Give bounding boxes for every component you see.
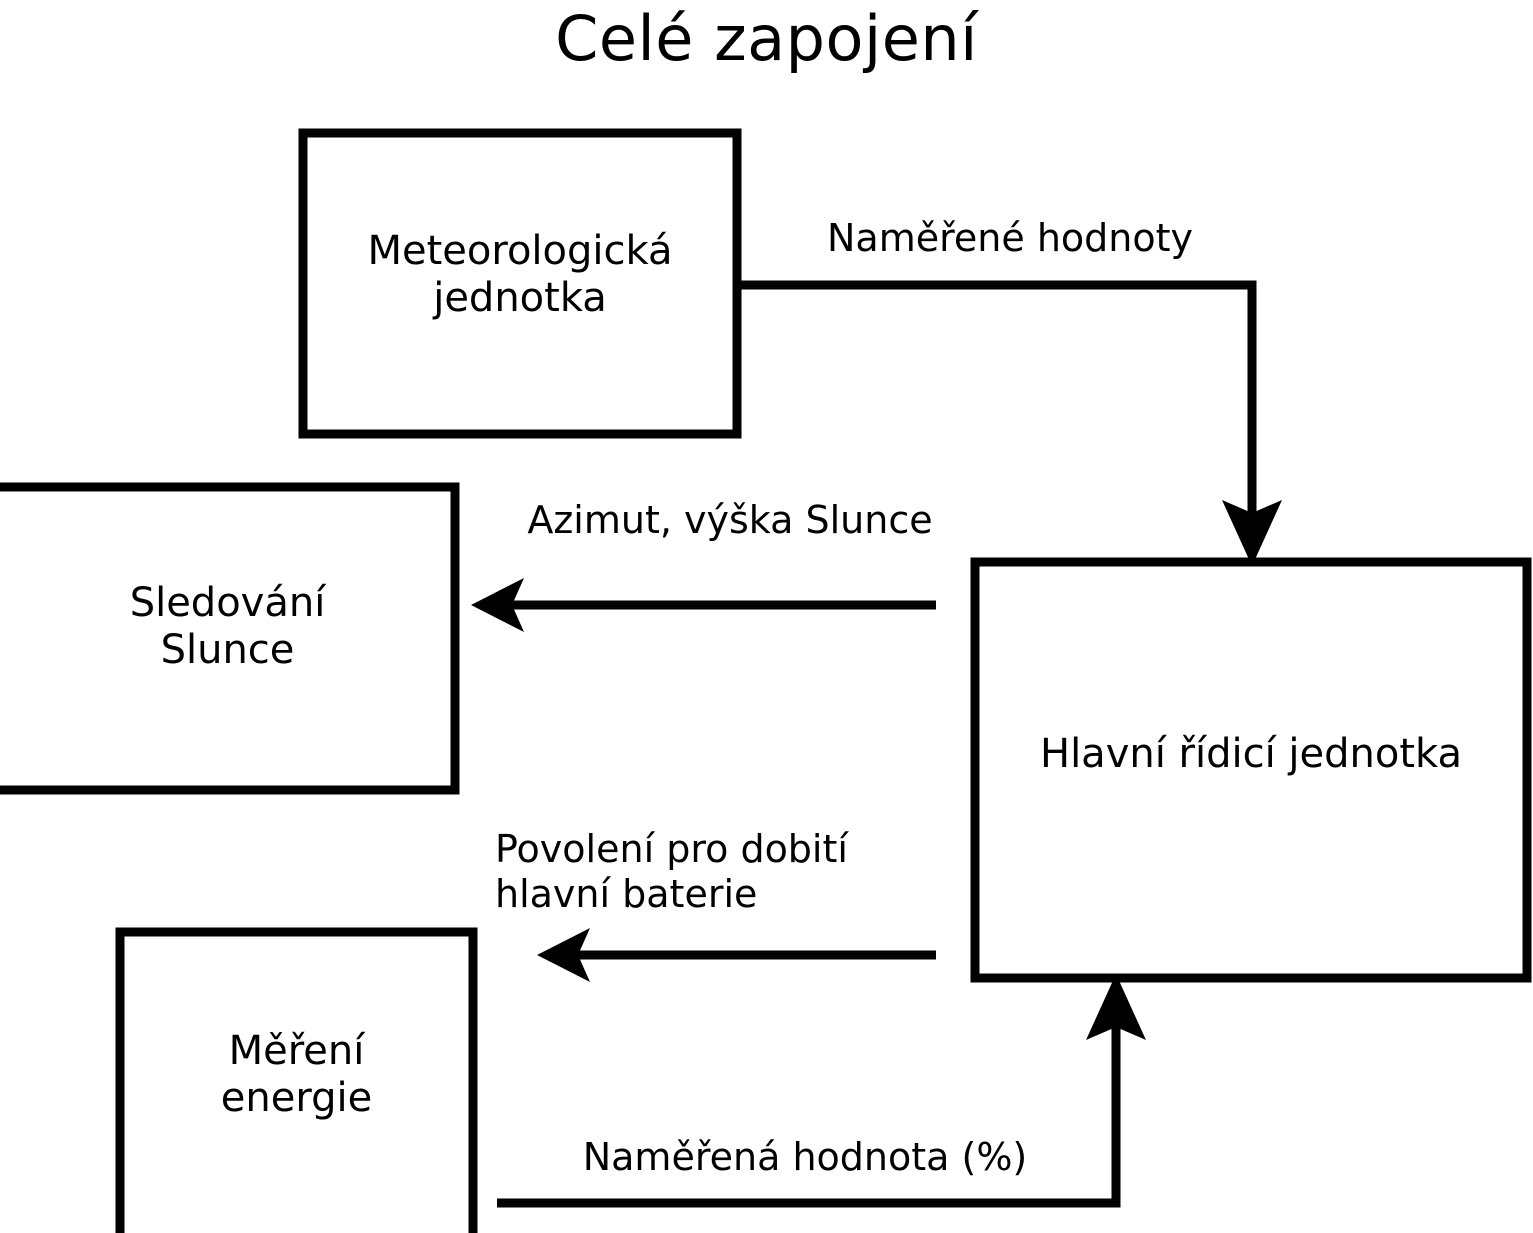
- edge-label-azimuth-elevation: Azimut, výška Slunce: [527, 498, 933, 542]
- node-box-main-control[interactable]: [970, 557, 1532, 983]
- edge-line-measured-values: [737, 280, 1257, 520]
- node-box-sun-tracking[interactable]: [0, 482, 460, 795]
- edge-arrowhead-charge-permission: [537, 928, 590, 982]
- edge-line-measured-percent: [497, 1020, 1121, 1208]
- edge-arrowhead-measured-values: [1222, 500, 1282, 566]
- node-box-meteo-unit[interactable]: [298, 128, 742, 439]
- edge-label-charge-permission: Povolení pro dobití hlavní baterie: [495, 827, 848, 916]
- edge-label-measured-percent: Naměřená hodnota (%): [582, 1135, 1028, 1179]
- node-label-main-control: Hlavní řídicí jednotka: [1039, 731, 1463, 777]
- page-title: Celé zapojení: [555, 2, 978, 75]
- edge-arrowhead-measured-percent: [1086, 974, 1146, 1040]
- node-label-energy-meas: Měření energie: [220, 1028, 373, 1122]
- node-box-energy-meas[interactable]: [115, 927, 478, 1233]
- edge-arrowhead-azimuth-elevation: [471, 578, 524, 632]
- node-label-sun-tracking: Sledování Slunce: [129, 580, 326, 674]
- edge-label-measured-values: Naměřené hodnoty: [827, 216, 1193, 260]
- node-label-meteo-unit: Meteorologická jednotka: [367, 228, 673, 322]
